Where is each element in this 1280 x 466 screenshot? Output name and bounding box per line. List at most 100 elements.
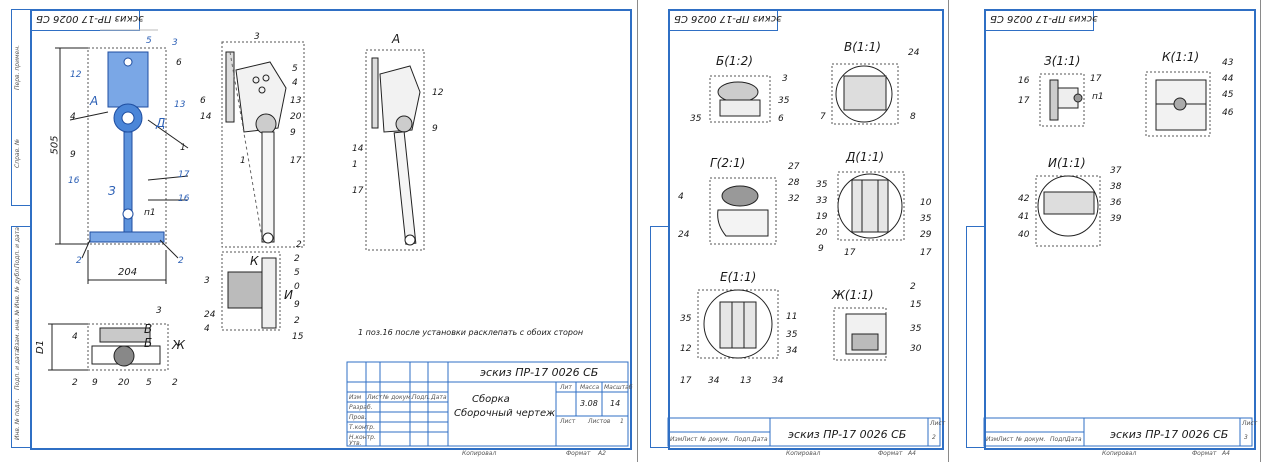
view-d-c5: 9 <box>818 244 824 254</box>
callout-k15: 15 <box>292 332 304 342</box>
callout-s2: 2 <box>296 240 302 250</box>
view-b-c1: 3 <box>782 74 788 84</box>
callout-a12: 12 <box>432 88 444 98</box>
tb1-row-4: Н.контр. <box>349 434 376 441</box>
tb1-sheet: Лист <box>560 418 576 425</box>
callout-2a: 2 <box>76 256 82 266</box>
sheet-2-side-strip <box>650 226 670 448</box>
callout-b20: 20 <box>118 378 130 388</box>
view-zh-c3: 35 <box>910 324 922 334</box>
callout-s6: 6 <box>200 96 206 106</box>
tb2-col-1: Лист <box>682 436 698 443</box>
tb1-mass: Масса <box>580 384 600 391</box>
callout-2b: 2 <box>178 256 184 266</box>
view-v-c2: 7 <box>820 112 826 122</box>
callout-a14: 14 <box>352 144 364 154</box>
sheet-3: эскиз ПР-17 0026 СБ З(1:1) 16 17 17 п1 <box>960 0 1261 462</box>
callout-s5: 5 <box>292 64 298 74</box>
side-strip-upper <box>11 9 32 206</box>
view-letter-k: К <box>250 254 259 268</box>
tb3-sheet-value: 3 <box>1244 434 1248 441</box>
tb2-col-4: Дата <box>752 436 768 443</box>
view-e-c3: 17 <box>680 376 692 386</box>
view-letter-d: Д <box>156 116 166 130</box>
tb1-copied: Копировал <box>462 450 497 457</box>
sheet-2-corner-box <box>668 9 778 31</box>
view-d-c4: 20 <box>816 228 828 238</box>
callout-4: 4 <box>70 112 76 122</box>
view-k-c2: 44 <box>1222 74 1234 84</box>
tb1-name-2: Сборочный чертеж <box>454 408 556 419</box>
callout-k2: 2 <box>294 254 300 264</box>
view-d-c2: 33 <box>816 196 828 206</box>
view-b-c2: 35 <box>778 96 790 106</box>
view-e-c8: 35 <box>786 330 798 340</box>
callout-k0: 0 <box>294 282 300 292</box>
tb2-designation: эскиз ПР-17 0026 СБ <box>788 428 907 441</box>
callout-b3: 3 <box>156 306 162 316</box>
callout-s14: 14 <box>200 112 212 122</box>
tb1-row-0: Разраб. <box>349 404 373 411</box>
tb1-format: Формат <box>566 450 591 457</box>
view-zh-c1: 2 <box>910 282 916 292</box>
tb3-col-0: Изм <box>986 436 999 443</box>
view-d-c7: 10 <box>920 198 932 208</box>
view-k-c4: 46 <box>1222 108 1234 118</box>
view-d-c8: 35 <box>920 214 932 224</box>
tb3-format-value: А4 <box>1222 450 1230 457</box>
tb1-scale-value: 14 <box>610 399 621 408</box>
callout-s1: 1 <box>240 156 246 166</box>
view-letter-i: И <box>284 288 293 302</box>
view-e-c4: 34 <box>708 376 720 386</box>
view-zh-c2: 15 <box>910 300 922 310</box>
tb1-row-2: Т.контр. <box>349 424 376 431</box>
callout-a1: 1 <box>352 160 358 170</box>
callout-s4: 4 <box>292 78 298 88</box>
tb2-sheet-value: 2 <box>932 434 936 441</box>
callout-k3: 3 <box>204 276 210 286</box>
callout-b9: 9 <box>92 378 98 388</box>
view-d-c9: 29 <box>920 230 932 240</box>
callout-k2b: 2 <box>294 316 300 326</box>
callout-3: 3 <box>172 38 178 48</box>
view-k-c1: 43 <box>1222 58 1234 68</box>
view-i-c4: 39 <box>1110 214 1122 224</box>
tb2-sheet-label: Лист <box>930 420 946 427</box>
tb3-copied: Копировал <box>1102 450 1137 457</box>
corner-stamp-box <box>30 9 140 31</box>
callout-s13: 13 <box>290 96 302 106</box>
callout-p1: п1 <box>144 208 156 218</box>
sheet-2-drawing <box>667 63 941 447</box>
view-v-title: В(1:1) <box>844 40 881 54</box>
callout-17: 17 <box>178 170 190 180</box>
tb3-col-3: Подп. <box>1050 436 1069 443</box>
view-v-c1: 24 <box>908 48 920 58</box>
tb1-sheets: Листов <box>588 418 611 425</box>
sheet-1: Перв. примен. Справ. № Подп. и дата Инв.… <box>0 0 638 462</box>
view-e-c1: 35 <box>680 314 692 324</box>
tb3-col-2: № докум. <box>1016 436 1046 443</box>
callout-5: 5 <box>146 36 152 46</box>
view-e-c6: 34 <box>772 376 784 386</box>
dim-depth: D1 <box>35 339 47 355</box>
view-k-title: К(1:1) <box>1162 50 1200 64</box>
tb1-col-3: Подп. <box>412 394 431 401</box>
view-b-c3: 35 <box>690 114 702 124</box>
dim-width: 204 <box>118 267 138 278</box>
view-d-c1: 35 <box>816 180 828 190</box>
view-zh-c4: 30 <box>910 344 922 354</box>
tb1-row-5: Утв. <box>349 440 362 447</box>
view-v-c3: 8 <box>910 112 916 122</box>
callout-k5: 5 <box>294 268 300 278</box>
view-d-c10: 17 <box>920 248 932 258</box>
callout-16b: 16 <box>178 194 190 204</box>
callout-9: 9 <box>70 150 76 160</box>
tb1-col-2: № докум. <box>383 394 413 401</box>
view-i-c6: 41 <box>1018 212 1030 222</box>
view-z-title: З(1:1) <box>1044 54 1081 68</box>
view-e-c2: 12 <box>680 344 692 354</box>
view-d-c3: 19 <box>816 212 828 222</box>
tb2-col-0: Изм <box>670 436 683 443</box>
tb2-copied: Копировал <box>786 450 821 457</box>
view-g-c5: 24 <box>678 230 690 240</box>
